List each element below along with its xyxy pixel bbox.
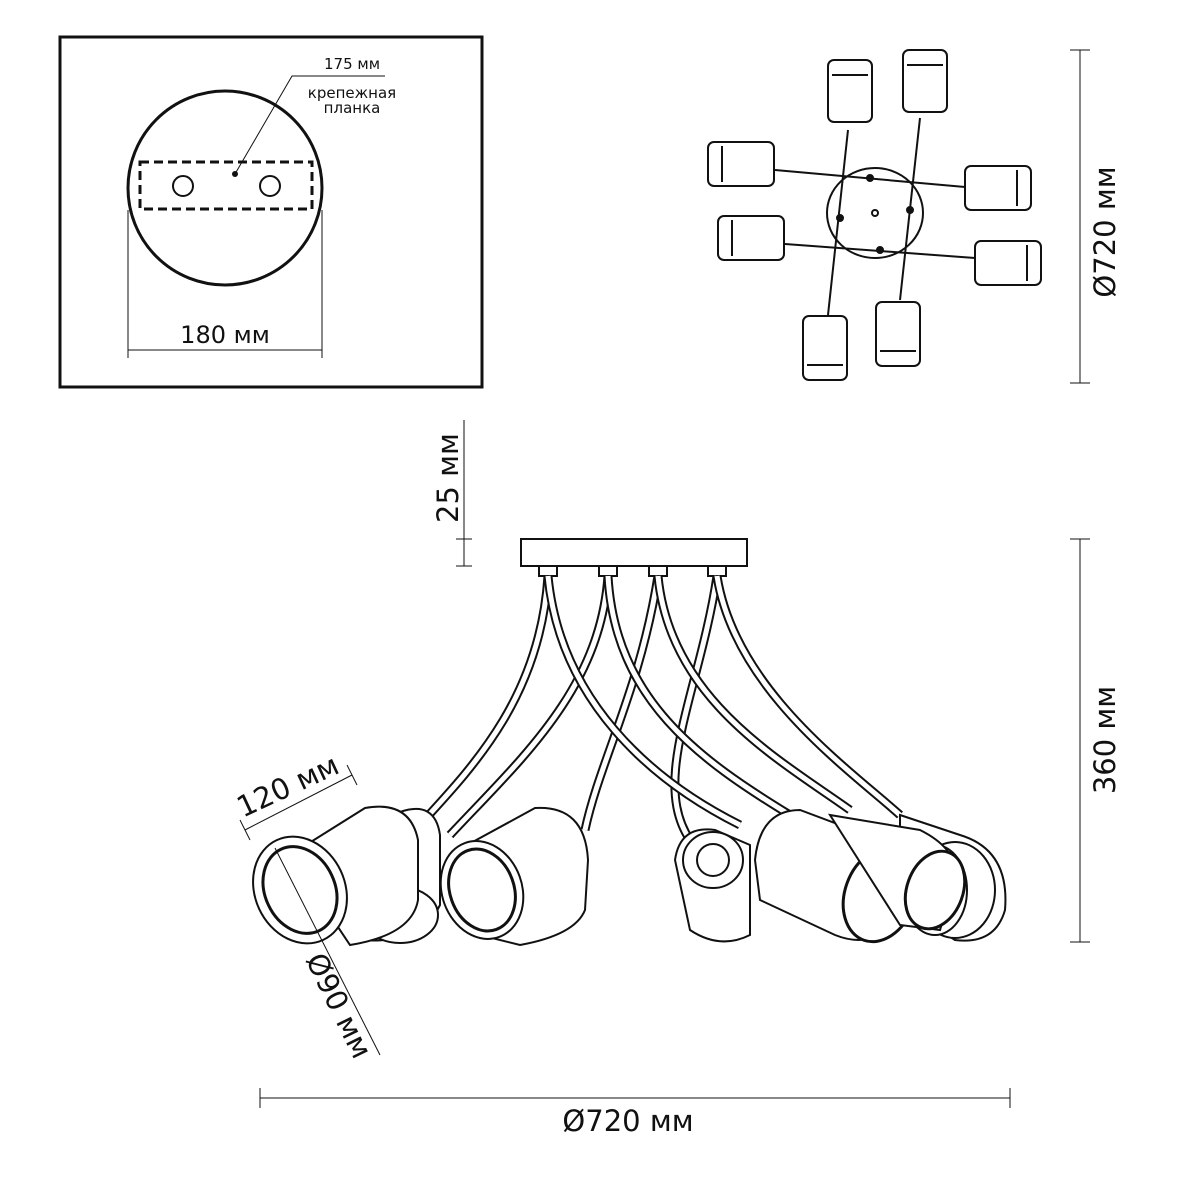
plate-note-line2: планка	[324, 99, 381, 117]
top-shade-north-left	[827, 59, 873, 123]
side-shade-front-left	[252, 805, 419, 947]
top-shade-south-left	[802, 315, 848, 381]
shade-length-label: 120 мм	[232, 748, 345, 825]
top-shade-east-upper	[964, 165, 1032, 211]
side-view	[252, 538, 1007, 947]
top-view	[707, 49, 1042, 381]
mounting-hole-left	[172, 175, 194, 197]
side-shade-middle-down	[673, 828, 751, 943]
overall-diameter-dimension: Ø720 мм	[259, 1088, 1011, 1138]
side-arms	[411, 575, 904, 843]
mounting-hole-right	[259, 175, 281, 197]
plate-note-line1: крепежная	[308, 84, 396, 102]
top-view-diameter-dimension: Ø720 мм	[1070, 49, 1122, 384]
top-joint	[866, 174, 874, 182]
side-connector	[538, 565, 558, 577]
plate-width-label: 175 мм	[324, 55, 380, 73]
side-connector	[598, 565, 618, 577]
side-connector	[707, 565, 727, 577]
canopy-height-dimension: 25 мм	[431, 420, 472, 567]
top-shade-north-right	[902, 49, 948, 113]
base-diameter-label: 180 мм	[180, 321, 270, 349]
base-plate-inset: 175 мм крепежная планка 180 мм	[58, 35, 484, 389]
inset-frame	[58, 35, 484, 389]
top-joint	[906, 206, 914, 214]
side-shade-front-center-left	[439, 806, 590, 947]
top-rod-vertical-left	[827, 129, 849, 316]
mounting-bar-outline	[138, 160, 314, 211]
total-height-label: 360 мм	[1088, 686, 1122, 794]
side-shade-front-right	[827, 813, 967, 932]
top-joint	[876, 246, 884, 254]
top-view-diameter-label: Ø720 мм	[1088, 166, 1122, 297]
top-shade-west-lower	[717, 215, 785, 261]
top-shade-south-right	[875, 301, 921, 367]
top-canopy-center	[871, 209, 879, 217]
side-connector	[648, 565, 668, 577]
canopy-height-label: 25 мм	[431, 433, 465, 523]
side-canopy	[520, 538, 748, 567]
base-plate-circle	[126, 89, 324, 287]
total-height-dimension: 360 мм	[1070, 538, 1122, 943]
top-joint	[836, 214, 844, 222]
top-shade-west-upper	[707, 141, 775, 187]
plate-leader-line	[234, 75, 385, 175]
top-shade-east-lower	[974, 240, 1042, 286]
shade-diameter-label: Ø90 мм	[299, 948, 379, 1064]
overall-diameter-label: Ø720 мм	[562, 1104, 693, 1138]
